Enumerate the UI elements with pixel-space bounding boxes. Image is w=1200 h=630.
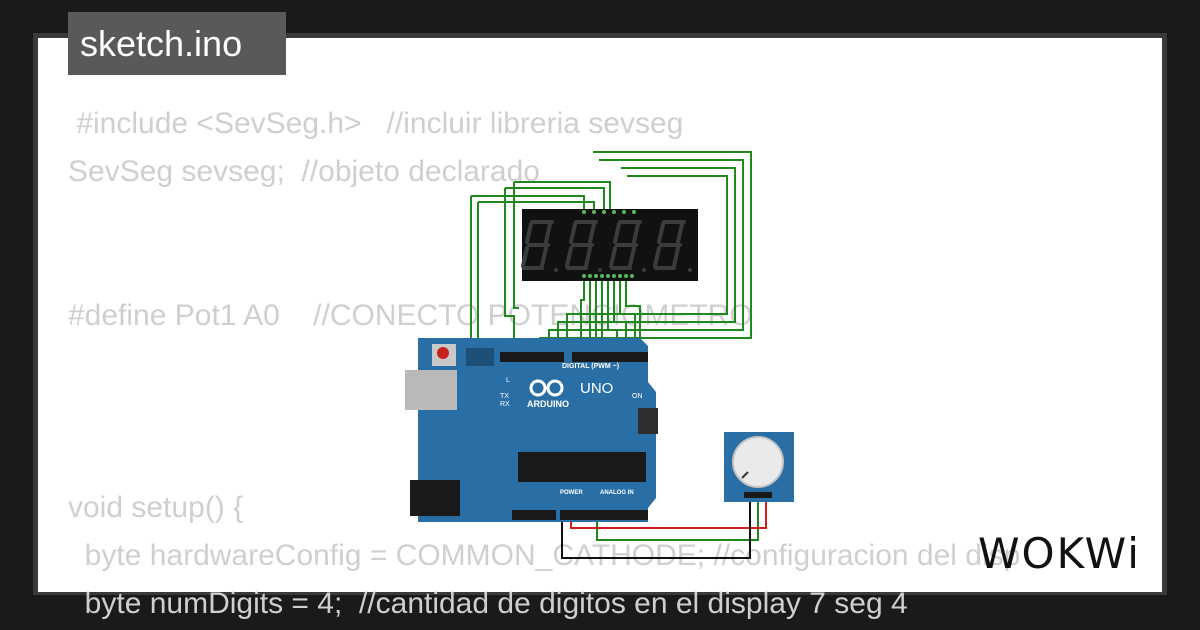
arduino-uno-board: DIGITAL (PWM ~) POWER ANALOG IN ON TX RX… <box>405 338 658 522</box>
seven-segment-display <box>521 209 698 281</box>
wokwi-logo: WOKWi <box>978 529 1141 578</box>
code-line: void setup() { <box>68 491 244 524</box>
reset-button[interactable] <box>437 347 449 359</box>
digital-header-label: DIGITAL (PWM ~) <box>562 363 619 370</box>
board-brand: ARDUINO <box>527 399 569 409</box>
microcontroller-chip <box>518 452 646 482</box>
wires-power <box>561 498 767 559</box>
wokwi-logo-text: WOKWi <box>978 529 1141 578</box>
l-led-label: L <box>506 377 510 384</box>
tx-led-label: TX <box>500 393 509 400</box>
potentiometer-knob[interactable] <box>732 436 784 488</box>
code-editor: #include <SevSeg.h> //incluir libreria s… <box>68 100 1020 628</box>
arduino-logo-icon <box>529 379 564 397</box>
code-line: byte hardwareConfig = COMMON_CATHODE; //… <box>68 539 1021 572</box>
code-line: SevSeg sevseg; //objeto declarado <box>68 155 540 188</box>
rx-led-label: RX <box>500 401 510 408</box>
board-model: UNO <box>580 380 613 397</box>
analog-header-label: ANALOG IN <box>600 490 634 496</box>
code-line: #define Pot1 A0 //CONECTO POTENCIOMETRO <box>68 299 753 332</box>
on-led-label: ON <box>632 393 643 400</box>
power-header-label: POWER <box>560 490 583 496</box>
potentiometer[interactable] <box>724 432 794 502</box>
power-jack <box>410 480 460 516</box>
circuit-diagram: DIGITAL (PWM ~) POWER ANALOG IN ON TX RX… <box>405 151 794 559</box>
file-tab-label: sketch.ino <box>68 12 286 75</box>
usb-port <box>405 370 457 410</box>
code-line: #include <SevSeg.h> //incluir libreria s… <box>68 107 684 140</box>
code-line: byte numDigits = 4; //cantidad de digito… <box>68 587 908 620</box>
